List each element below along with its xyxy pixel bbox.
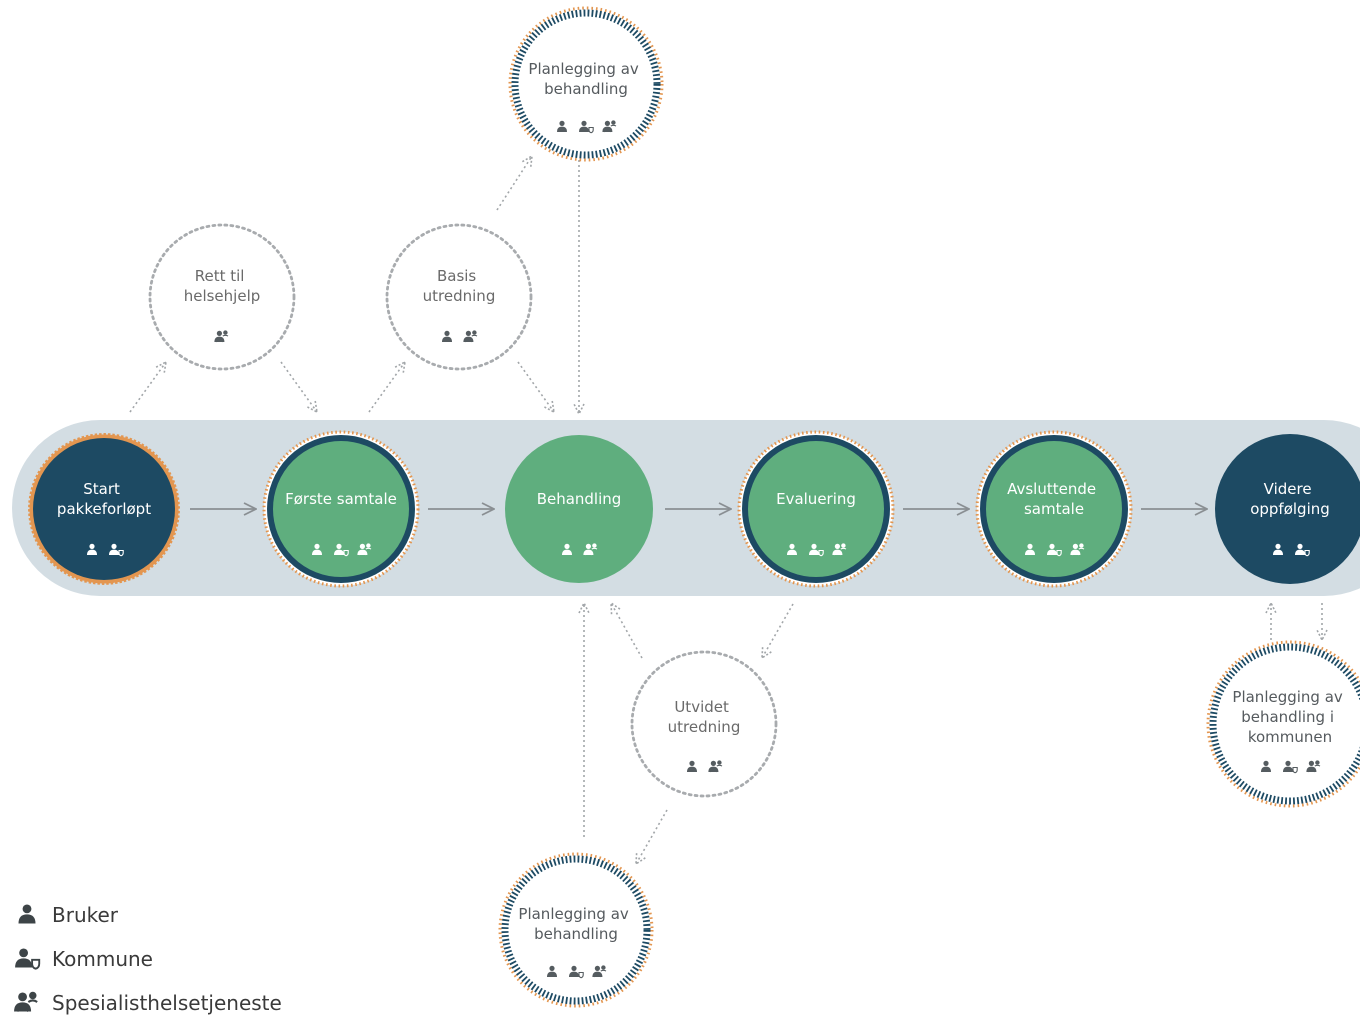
kommune-icon bbox=[809, 543, 824, 557]
node-label-line: helsehjelp bbox=[184, 287, 261, 305]
node-label-line: Avsluttende bbox=[1007, 480, 1096, 498]
spesialisthelsetjeneste-icon bbox=[214, 330, 229, 343]
spesialisthelsetjeneste-icon bbox=[14, 991, 38, 1012]
node-label-line: Første samtale bbox=[285, 490, 397, 508]
main-node-videre-oppfolging: Videre oppfølging bbox=[1215, 434, 1360, 584]
connector-arrow bbox=[368, 362, 405, 413]
main-node-start-pakkeforlopt: Start pakkeforløpt bbox=[26, 431, 182, 587]
bruker-icon bbox=[557, 120, 567, 132]
node-label-line: behandling i bbox=[1241, 708, 1334, 726]
svg-text:Rett til helsehjelp: Rett til helsehjelp bbox=[184, 267, 261, 305]
node-label-line: Start bbox=[83, 480, 120, 498]
kommune-icon bbox=[1047, 543, 1062, 557]
connector-arrow bbox=[762, 603, 794, 658]
bruker-icon bbox=[787, 543, 797, 555]
node-label-line: pakkeforløpt bbox=[57, 500, 151, 518]
node-label-line: Planlegging av bbox=[518, 905, 629, 923]
main-node-behandling: Behandling bbox=[505, 435, 653, 583]
bruker-icon bbox=[87, 543, 97, 555]
node-label-line: behandling bbox=[534, 925, 618, 943]
connector-arrow bbox=[496, 156, 532, 211]
kommune-icon bbox=[15, 948, 41, 970]
kommune-icon bbox=[109, 543, 124, 557]
kommune-icon bbox=[569, 965, 584, 979]
svg-text:Evaluering: Evaluering bbox=[776, 490, 856, 508]
spesialisthelsetjeneste-icon bbox=[602, 120, 617, 133]
spesialisthelsetjeneste-icon bbox=[463, 330, 478, 343]
node-label-line: Planlegging av bbox=[1232, 688, 1343, 706]
svg-text:Planlegging av behandlin: Planlegging av behandling i kommunen bbox=[1232, 688, 1347, 746]
bruker-icon bbox=[312, 543, 322, 555]
svg-text:Avsluttende samtale: Avsluttende samtale bbox=[1007, 480, 1101, 518]
node-label-line: behandling bbox=[544, 80, 628, 98]
node-label-line: utredning bbox=[423, 287, 496, 305]
connector-arrow bbox=[517, 361, 554, 412]
kommune-icon bbox=[1283, 760, 1298, 774]
kommune-icon bbox=[579, 120, 594, 134]
node-label-line: oppfølging bbox=[1250, 500, 1330, 518]
legend-label: Bruker bbox=[52, 903, 119, 927]
side-node-utvidet-utredning: Utvidet utredning bbox=[630, 650, 778, 798]
node-label-line: Evaluering bbox=[776, 490, 856, 508]
legend-item-kommune: Kommune bbox=[12, 937, 282, 981]
kommune-icon bbox=[334, 543, 349, 557]
spesialisthelsetjeneste-icon bbox=[1070, 543, 1085, 556]
connector-arrow bbox=[636, 809, 668, 864]
bruker-icon bbox=[547, 965, 557, 977]
svg-text:Utvidet utredning: Utvidet utredning bbox=[668, 698, 741, 736]
bruker-icon bbox=[562, 543, 572, 555]
svg-text:Start pakkeforløpt: Start pakkeforløpt bbox=[57, 480, 151, 518]
bruker-icon bbox=[1025, 543, 1035, 555]
side-node-rett-til-helsehjelp: Rett til helsehjelp bbox=[148, 223, 296, 371]
bruker-icon bbox=[442, 330, 452, 342]
spesialisthelsetjeneste-icon bbox=[1306, 760, 1321, 773]
spesialisthelsetjeneste-icon bbox=[592, 965, 607, 978]
node-label-line: Behandling bbox=[537, 490, 622, 508]
main-node-forste-samtale: Første samtale bbox=[262, 430, 420, 588]
side-node-basis-utredning: Basis utredning bbox=[385, 223, 533, 371]
spesialisthelsetjeneste-icon bbox=[708, 760, 723, 773]
svg-text:Planlegging av behandlin: Planlegging av behandling bbox=[528, 60, 643, 98]
svg-text:Basis utredning: Basis utredning bbox=[423, 267, 496, 305]
bruker-icon bbox=[1261, 760, 1271, 772]
legend-label: Spesialisthelsetjeneste bbox=[52, 991, 282, 1015]
node-label-line: utredning bbox=[668, 718, 741, 736]
svg-text:Første samtale: Første samtale bbox=[285, 490, 397, 508]
connector-arrow bbox=[611, 603, 643, 659]
node-label-line: Basis bbox=[437, 267, 476, 285]
bruker-icon bbox=[18, 904, 36, 924]
connector-arrow bbox=[280, 361, 317, 412]
kommune-icon bbox=[1295, 543, 1310, 557]
spesialisthelsetjeneste-icon bbox=[832, 543, 847, 556]
dotted-connectors bbox=[129, 150, 1322, 864]
connector-arrow bbox=[129, 362, 166, 413]
main-node-avsluttende-samtale: Avsluttende samtale bbox=[975, 430, 1133, 588]
svg-text:Videre oppfølging: Videre oppfølging bbox=[1250, 480, 1330, 518]
node-label-line: Utvidet bbox=[674, 698, 729, 716]
process-track bbox=[12, 420, 1360, 596]
svg-text:Behandling: Behandling bbox=[537, 490, 622, 508]
legend-item-spesialisthelsetjeneste: Spesialisthelsetjeneste bbox=[12, 981, 282, 1025]
legend: Bruker Kommune Spesialisthelsetjeneste bbox=[12, 893, 282, 1025]
node-label-line: Rett til bbox=[195, 267, 245, 285]
svg-text:Planlegging av behandlin: Planlegging av behandling bbox=[518, 905, 633, 943]
node-label-line: Videre bbox=[1264, 480, 1312, 498]
planning-node-top: Planlegging av behandling bbox=[508, 6, 664, 162]
kommune-icon bbox=[15, 948, 41, 970]
legend-item-bruker: Bruker bbox=[12, 893, 282, 937]
spesialisthelsetjeneste-icon bbox=[357, 543, 372, 556]
main-node-evaluering: Evaluering bbox=[737, 430, 895, 588]
node-label-line: samtale bbox=[1024, 500, 1084, 518]
node-label-line: kommunen bbox=[1248, 728, 1332, 746]
bruker-icon bbox=[1273, 543, 1283, 555]
bruker-icon bbox=[18, 904, 36, 924]
bruker-icon bbox=[687, 760, 697, 772]
spesialisthelsetjeneste-icon bbox=[14, 991, 38, 1012]
spesialisthelsetjeneste-icon bbox=[583, 543, 598, 556]
node-label-line: Planlegging av bbox=[528, 60, 639, 78]
planning-node-bottom: Planlegging av behandling bbox=[498, 852, 654, 1008]
legend-label: Kommune bbox=[52, 947, 153, 971]
planning-node-kommunen: Planlegging av behandling i kommunen bbox=[1206, 640, 1360, 808]
